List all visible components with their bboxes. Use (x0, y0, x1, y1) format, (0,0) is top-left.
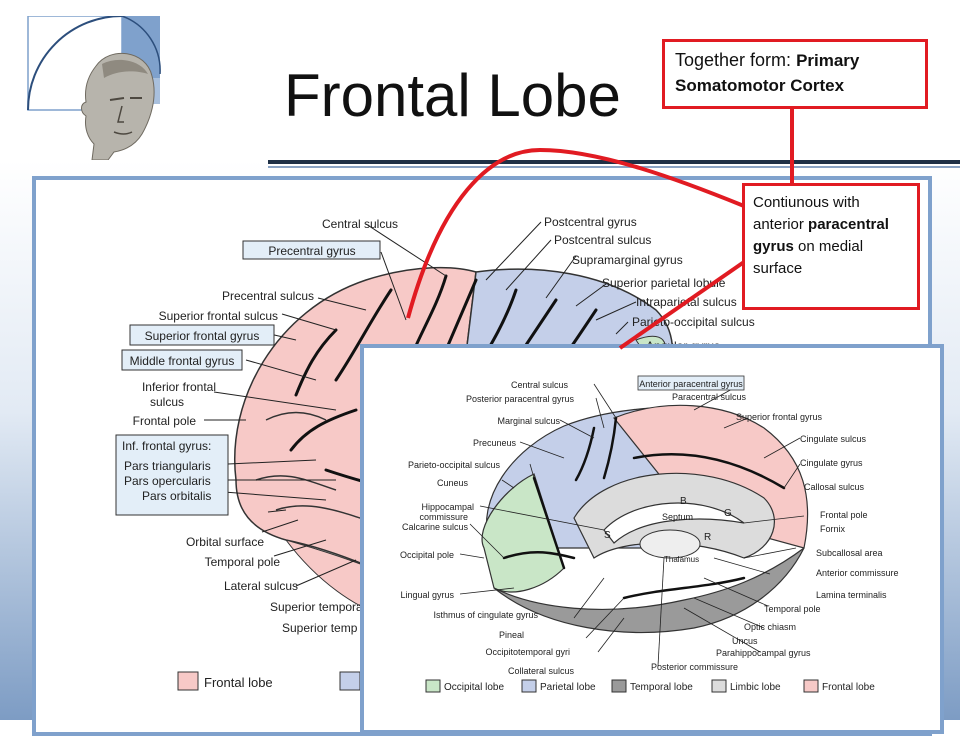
logo-icon (27, 15, 161, 161)
legend-label-occipital: Occipital lobe (444, 682, 504, 693)
label-intraparietal-sulcus: Intraparietal sulcus (636, 295, 737, 309)
thalamus-shape (639, 529, 701, 559)
label-precentral-gyrus: Precentral gyrus (268, 244, 355, 258)
legend-label-frontal: Frontal lobe (204, 675, 273, 690)
inner-label-g: G (724, 508, 732, 519)
medial-sulci-lines (502, 416, 786, 600)
inner-label-r: R (704, 532, 711, 543)
label-postcentral-gyrus: Postcentral gyrus (544, 215, 637, 229)
medial-label: Pineal (499, 630, 524, 640)
medial-label: Anterior commissure (816, 568, 899, 578)
medial-label: Callosal sulcus (804, 482, 865, 492)
medial-right-labels: Paracentral sulcus Superior frontal gyru… (672, 392, 899, 658)
medial-label: Superior frontal gyrus (736, 412, 823, 422)
medial-brain-inset: Anterior paracentral gyrus Central sulcu… (360, 344, 944, 734)
title-rule (268, 160, 960, 164)
medial-label: Posterior paracentral gyrus (466, 394, 575, 404)
legend-swatch-frontal (177, 671, 199, 691)
label-parieto-occipital-sulcus: Parieto-occipital sulcus (632, 315, 755, 329)
medial-label: Subcallosal area (816, 548, 883, 558)
legend-label-limbic: Limbic lobe (730, 682, 781, 693)
label-superior-tempora: Superior tempora (270, 600, 363, 614)
callout-top-bold: Primary Somatomotor Cortex (675, 51, 860, 95)
medial-brain-diagram: Anterior paracentral gyrus Central sulcu… (400, 375, 899, 693)
medial-label: Collateral sulcus (508, 666, 575, 676)
medial-label: Cingulate sulcus (800, 434, 867, 444)
label-superior-frontal-sulcus: Superior frontal sulcus (159, 309, 278, 323)
legend-swatch-temporal (611, 679, 627, 693)
label-temporal-pole: Temporal pole (205, 555, 281, 569)
medial-label: Cuneus (437, 478, 469, 488)
legend-swatch-frontal (803, 679, 819, 693)
medial-legend: Occipital lobe Parietal lobe Temporal lo… (425, 679, 875, 693)
inner-label-s: S (604, 530, 611, 541)
callout-mid-line1: Contiunous with anterior (753, 194, 860, 233)
callout-mid-line2: on medial surface (753, 238, 864, 277)
legend-label-parietal: Parietal lobe (540, 682, 596, 693)
label-precentral-sulcus: Precentral sulcus (222, 289, 314, 303)
label-pars-orbitalis: Pars orbitalis (142, 489, 211, 503)
label-orbital-surface: Orbital surface (186, 535, 264, 549)
label-anterior-paracentral-gyrus: Anterior paracentral gyrus (639, 379, 743, 389)
title-rule-accent (268, 166, 960, 168)
medial-label: Cingulate gyrus (800, 458, 863, 468)
label-supramarginal-gyrus: Supramarginal gyrus (572, 253, 683, 267)
medial-label: Parahippocampal gyrus (716, 648, 811, 658)
label-postcentral-sulcus: Postcentral sulcus (554, 233, 651, 247)
callout-primary-somatomotor: Together form: Primary Somatomotor Corte… (662, 39, 928, 109)
legend-swatch-parietal (521, 679, 537, 693)
page-title: Frontal Lobe (284, 62, 621, 129)
callout-top-prefix: Together form: (675, 50, 797, 70)
medial-label: Lamina terminalis (816, 590, 887, 600)
medial-temporal-region (493, 547, 805, 634)
medial-label: Frontal pole (820, 510, 868, 520)
legend-swatch-parietal (339, 671, 361, 691)
callout-mid-bold: paracentral gyrus (753, 216, 889, 255)
label-frontal-pole: Frontal pole (133, 414, 197, 428)
label-superior-parietal-lobule: Superior parietal lobule (602, 276, 726, 290)
callout-paracentral: Contiunous with anterior paracentral gyr… (742, 183, 920, 310)
label-sulcus: sulcus (150, 395, 184, 409)
inner-label-thalamus: Thalamus (664, 555, 699, 564)
medial-label: Occipital pole (400, 550, 454, 560)
medial-label: Occipitotemporal gyri (485, 647, 570, 657)
medial-label: Isthmus of cingulate gyrus (433, 610, 538, 620)
medial-label: Lingual gyrus (400, 590, 454, 600)
label-middle-frontal-gyrus: Middle frontal gyrus (130, 354, 235, 368)
label-pars-opercularis: Pars opercularis (124, 474, 211, 488)
label-central-sulcus: Central sulcus (322, 217, 398, 231)
label-inf-frontal-gyrus: Inf. frontal gyrus: (122, 439, 211, 453)
medial-label: Precuneus (473, 438, 517, 448)
medial-label: Fornix (820, 524, 846, 534)
legend-label-temporal: Temporal lobe (630, 682, 693, 693)
medial-label: Calcarine sulcus (402, 522, 469, 532)
medial-label: Parieto-occipital sulcus (408, 460, 501, 470)
label-superior-temp: Superior temp (282, 621, 358, 635)
medial-label: commissure (419, 512, 468, 522)
label-inferior-frontal: Inferior frontal (142, 380, 216, 394)
legend-swatch-occipital (425, 679, 441, 693)
medial-label: Uncus (732, 636, 758, 646)
inner-label-septum: Septum (662, 512, 693, 522)
medial-label: Central sulcus (511, 380, 569, 390)
label-superior-frontal-gyrus: Superior frontal gyrus (145, 329, 260, 343)
inner-label-b: B (680, 496, 687, 507)
medial-label: Paracentral sulcus (672, 392, 747, 402)
medial-label: Posterior commissure (651, 662, 738, 672)
university-logo (18, 15, 198, 161)
legend-swatch-limbic (711, 679, 727, 693)
medial-label: Temporal pole (764, 604, 821, 614)
medial-label: Marginal sulcus (497, 416, 560, 426)
label-pars-triangularis: Pars triangularis (124, 459, 211, 473)
medial-left-labels: Central sulcus Posterior paracentral gyr… (400, 380, 738, 676)
label-lateral-sulcus: Lateral sulcus (224, 579, 298, 593)
legend-label-frontal: Frontal lobe (822, 682, 875, 693)
medial-label: Hippocampal (421, 502, 474, 512)
medial-label: Optic chiasm (744, 622, 796, 632)
